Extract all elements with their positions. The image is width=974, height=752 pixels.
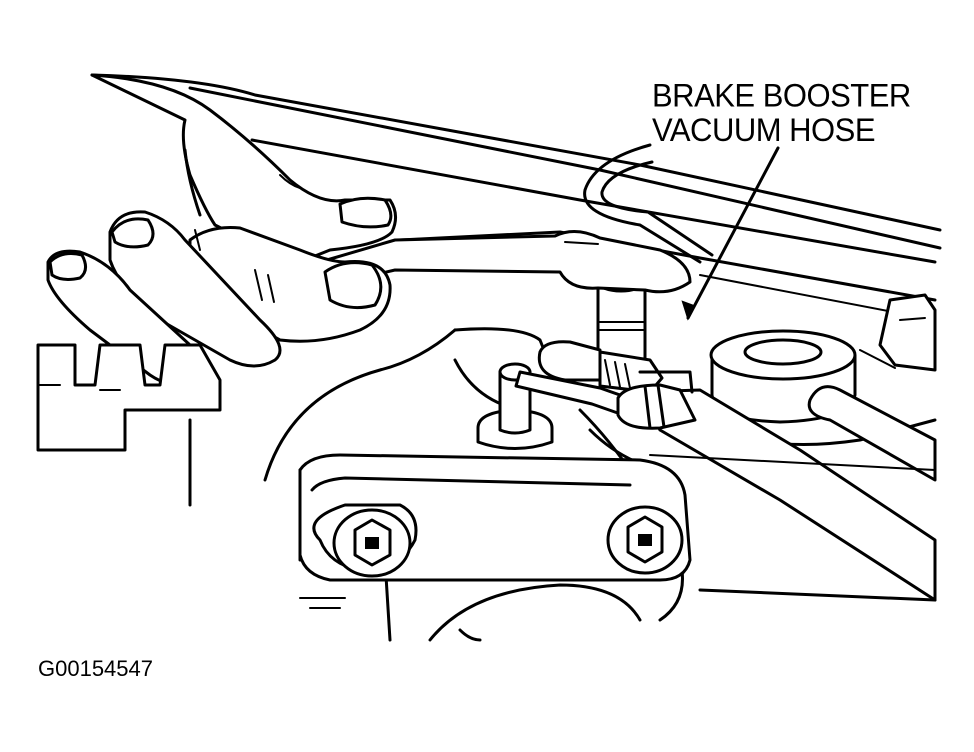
right-bracket: [859, 293, 937, 372]
firewall-lines: [90, 73, 942, 321]
hand: [46, 73, 397, 388]
vacuum-hose-upper: [583, 143, 714, 264]
callout-line-2: VACUUM HOSE: [652, 111, 876, 149]
left-bracket: [36, 343, 222, 452]
bolt-right-icon: [606, 505, 684, 575]
brake-booster-callout: BRAKE BOOSTER VACUUM HOSE: [652, 78, 911, 147]
callout-leader: [681, 146, 780, 321]
hose-clamp: [616, 370, 697, 430]
hose-right: [638, 385, 937, 602]
wrench: [318, 230, 692, 294]
figure-id: G00154547: [38, 656, 153, 681]
callout-line-1: BRAKE BOOSTER: [652, 76, 911, 114]
bolt-left-icon: [332, 508, 412, 578]
